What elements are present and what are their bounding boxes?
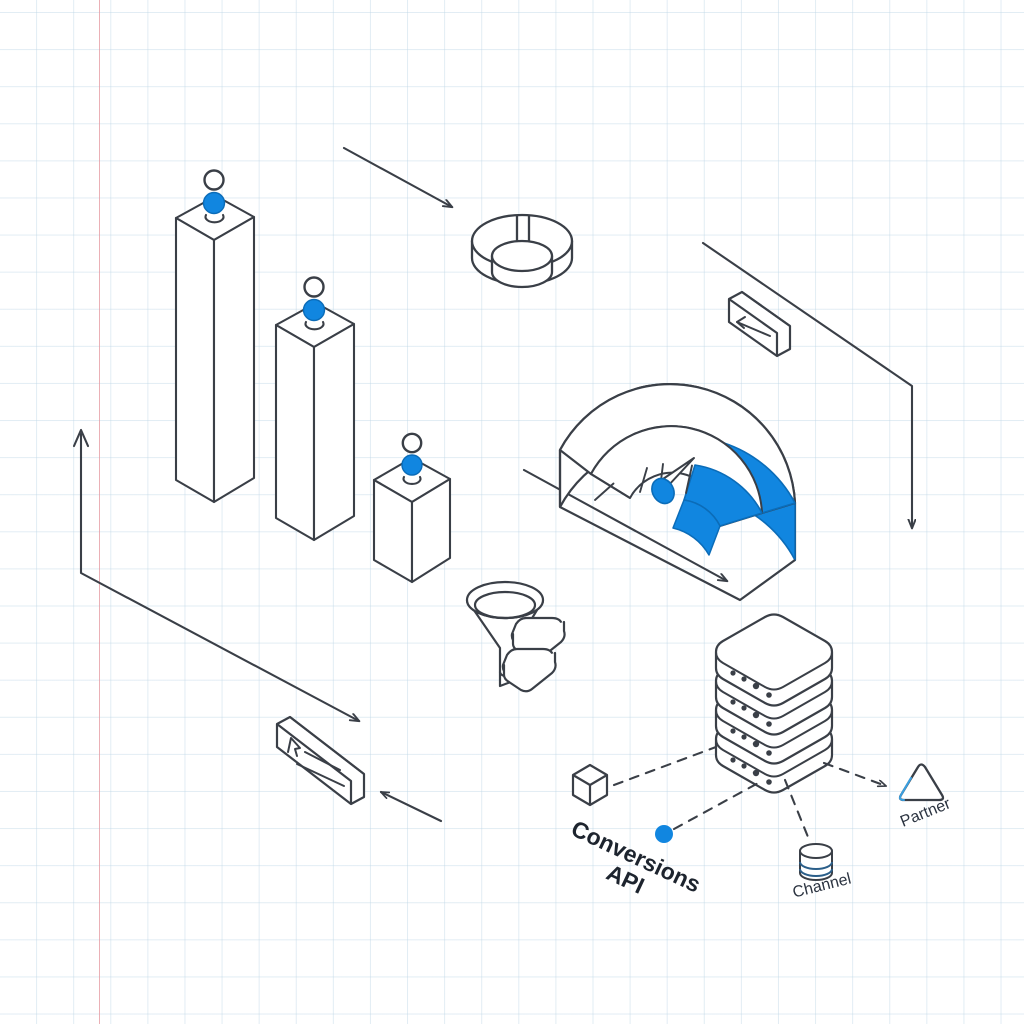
- arrow-left-elbow: [79, 432, 359, 721]
- card-top-edge: [741, 291, 791, 327]
- funnel-icon[interactable]: [465, 580, 566, 693]
- bar-top-socket: [204, 213, 225, 224]
- bar-marker-dot[interactable]: [302, 298, 326, 322]
- funnel-rim-inner: [473, 590, 537, 620]
- arrow-top-to-donut: [342, 146, 452, 207]
- donut-chart-icon[interactable]: [470, 213, 574, 289]
- gauge-needle-hub: [651, 477, 675, 505]
- gauge-dial-band-fill-lower: [672, 499, 721, 556]
- connector-arrows: [72, 146, 912, 823]
- donut-inner-top: [490, 239, 554, 273]
- server-layer: [714, 613, 834, 707]
- dashed-server-to-partner: [822, 761, 888, 786]
- cube-icon[interactable]: [571, 763, 609, 807]
- card-text-line-2: [296, 763, 345, 787]
- db-body: [799, 850, 833, 881]
- cursor-icon: [287, 737, 301, 757]
- dashed-dot-to-server: [672, 780, 762, 831]
- card-arrow-left-icon[interactable]: [727, 290, 792, 358]
- bar-right-face: [410, 477, 452, 584]
- triangle-icon[interactable]: [898, 763, 945, 802]
- triangle-outline: [898, 763, 945, 802]
- arrow-left-elbow-head: [72, 428, 90, 448]
- arrow-into-card: [379, 790, 443, 823]
- bar-column-tall[interactable]: [174, 169, 256, 504]
- gauge-icon[interactable]: [558, 383, 797, 602]
- db-top: [799, 843, 833, 859]
- dashed-cube-to-server: [612, 745, 718, 787]
- funnel-tray-bottom-side: [502, 651, 557, 693]
- arrow-right-elbow: [701, 241, 912, 528]
- card-edge: [276, 723, 353, 804]
- bar-marker-ring: [303, 276, 325, 298]
- bar-column-short[interactable]: [372, 432, 452, 584]
- card-top-edge: [289, 716, 365, 775]
- bar-left-face: [274, 323, 316, 542]
- server-stack-icon[interactable]: [714, 613, 834, 794]
- card-text-line-1: [304, 751, 341, 771]
- bar-marker-ring: [203, 169, 225, 191]
- triangle-accent-edge: [898, 776, 913, 802]
- bar-right-face: [312, 322, 356, 542]
- db-ring-2: [799, 868, 833, 877]
- database-icon[interactable]: [799, 843, 833, 881]
- conversions-api-dot[interactable]: [655, 825, 673, 843]
- gauge-inner-left-edge: [590, 473, 631, 499]
- arrow-left-shaft: [736, 321, 771, 337]
- bar-marker-dot[interactable]: [401, 454, 423, 476]
- bar-marker-ring: [401, 432, 423, 454]
- card-edge: [728, 298, 779, 356]
- gauge-base-bottom: [559, 506, 796, 602]
- bar-left-face: [174, 216, 216, 504]
- dashed-server-to-channel: [783, 778, 810, 839]
- dashed-connectors: [612, 745, 888, 839]
- grid-margin-line: [99, 0, 100, 1024]
- bar-column-medium[interactable]: [274, 276, 356, 542]
- bar-top-socket: [402, 475, 422, 486]
- bar-right-face: [212, 215, 256, 504]
- bar-top-socket: [304, 320, 325, 331]
- card-text-icon[interactable]: [275, 715, 366, 806]
- arrow-gauge-diagonal: [522, 468, 727, 581]
- db-ring-1: [799, 861, 833, 870]
- bar-marker-dot[interactable]: [202, 191, 226, 215]
